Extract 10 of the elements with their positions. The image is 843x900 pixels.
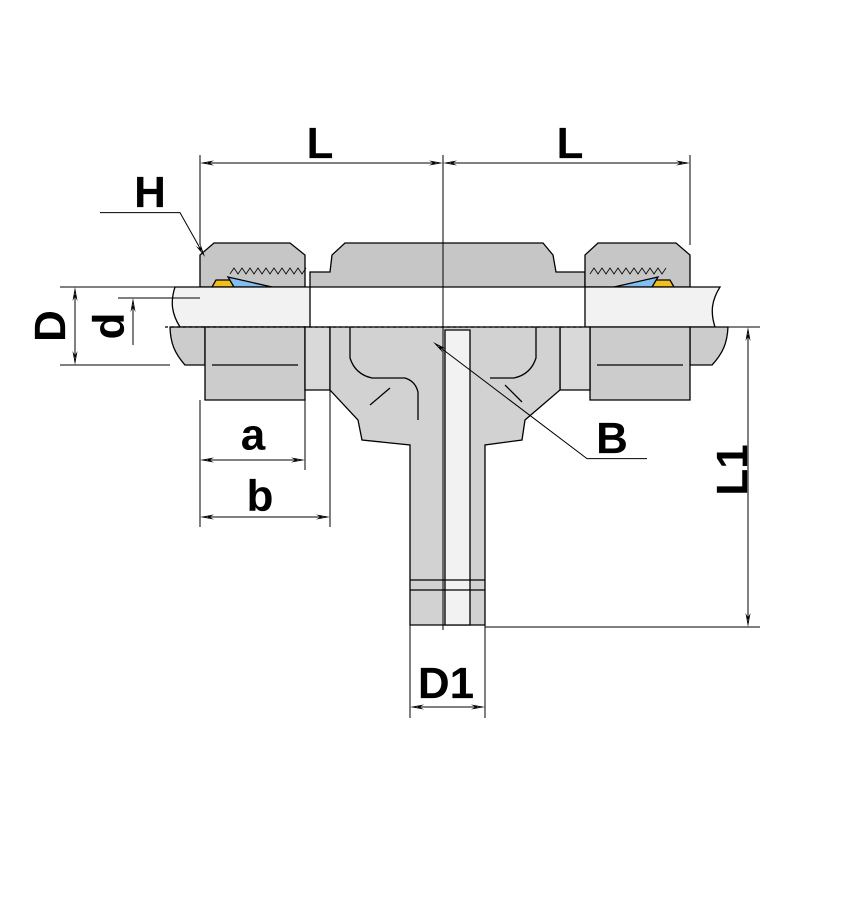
dimension-label: L1 [716, 446, 748, 493]
dimension-label: d [92, 315, 124, 338]
part-label: H [137, 176, 163, 208]
dimension-label: L [560, 128, 582, 158]
dimension-label: D1 [420, 668, 473, 698]
dimension-label: L [310, 128, 332, 158]
dimension-label: a [242, 426, 266, 450]
dimension-label: D [34, 312, 66, 339]
dimension-label: b [249, 478, 272, 512]
part-label: B [599, 422, 626, 454]
